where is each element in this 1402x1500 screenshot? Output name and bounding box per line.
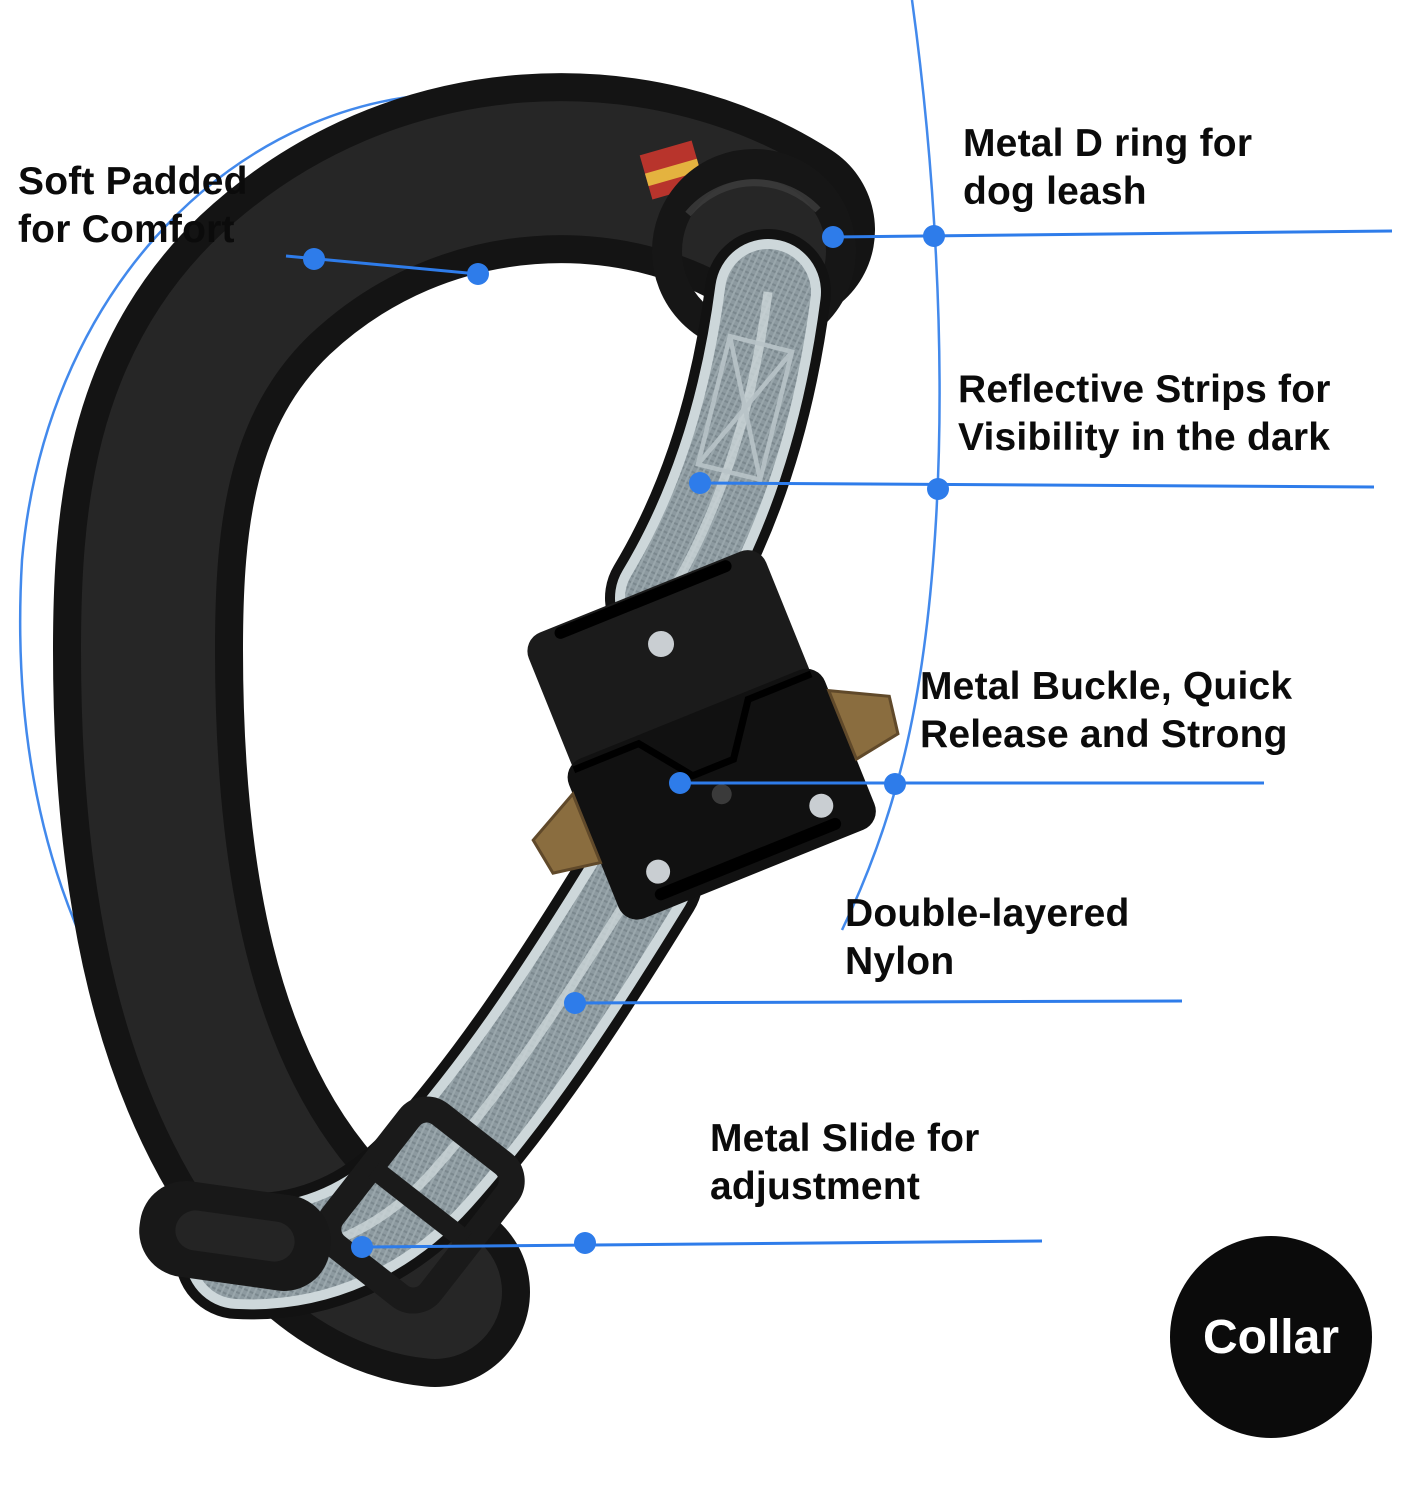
callout-dot-buckle — [884, 773, 906, 795]
callout-line-reflective — [699, 481, 1375, 489]
buckle-rivet — [809, 793, 834, 818]
callout-dot-d-ring — [923, 225, 945, 247]
callout-line-d-ring — [832, 229, 1393, 239]
callout-label-nylon: Double-layered Nylon — [845, 892, 1130, 984]
callout-dot-slide-target — [351, 1236, 373, 1258]
callout-label-slide: Metal Slide for adjustment — [710, 1117, 980, 1209]
callout-dot-reflective — [927, 478, 949, 500]
upper-nylon-strap — [605, 229, 831, 661]
collar-badge: Collar — [1170, 1236, 1372, 1438]
buckle-left-lever — [531, 791, 603, 875]
callout-line-slide — [361, 1239, 1043, 1249]
callout-line-nylon — [574, 999, 1183, 1005]
x-box-stitching — [695, 333, 795, 483]
metal-buckle — [527, 550, 900, 920]
callout-dot-soft-padded-target — [467, 263, 489, 285]
callout-label-reflective: Reflective Strips for Visibility in the … — [958, 368, 1331, 460]
callout-label-d-ring: Metal D ring for dog leash — [963, 122, 1253, 214]
callout-dot-d-ring-target — [822, 226, 844, 248]
buckle-rivet — [646, 859, 671, 884]
callout-label-buckle: Metal Buckle, Quick Release and Strong — [920, 665, 1293, 757]
callout-dot-buckle-target — [669, 772, 691, 794]
buckle-rivet — [648, 630, 675, 657]
callout-dot-nylon-target — [564, 992, 586, 1014]
callout-dot-reflective-target — [689, 472, 711, 494]
metal-slide — [315, 1096, 525, 1314]
strap-keeper — [139, 1181, 331, 1291]
callout-label-soft-padded: Soft Padded for Comfort — [18, 160, 248, 252]
callout-dots — [303, 225, 949, 1258]
callout-dot-slide — [574, 1232, 596, 1254]
callout-dot-soft-padded — [303, 248, 325, 270]
buckle-right-lever — [826, 688, 900, 762]
right-guide-arc — [840, 0, 941, 931]
